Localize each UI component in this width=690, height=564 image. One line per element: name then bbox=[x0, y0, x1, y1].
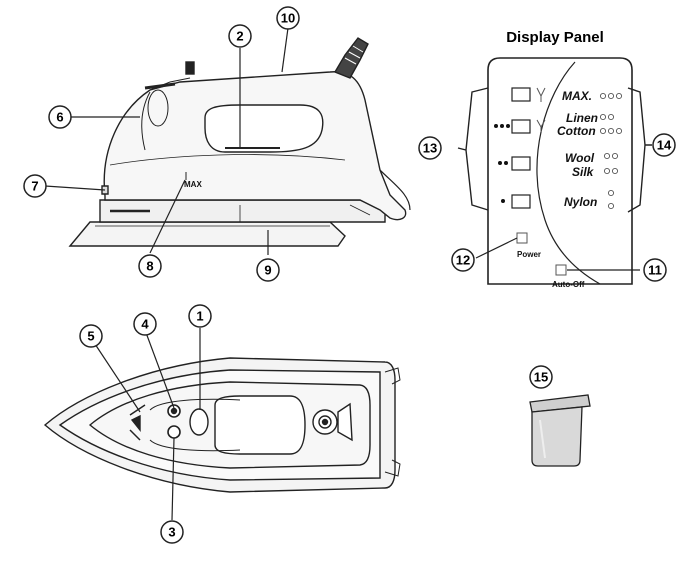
setting-silk: Silk bbox=[572, 165, 595, 179]
callout-15: 15 bbox=[534, 370, 548, 385]
callout-6: 6 bbox=[56, 110, 63, 125]
callout-5: 5 bbox=[87, 329, 94, 344]
soleplate bbox=[68, 221, 346, 247]
brace-14 bbox=[627, 87, 652, 213]
setting-linen: Linen bbox=[566, 111, 598, 125]
callout-12: 12 bbox=[456, 253, 470, 268]
cord-guard bbox=[333, 37, 369, 79]
callout-8: 8 bbox=[146, 259, 153, 274]
callout-7: 7 bbox=[31, 179, 38, 194]
callout-4: 4 bbox=[141, 317, 149, 332]
callout-10: 10 bbox=[281, 11, 295, 26]
autooff-label: Auto-Off bbox=[552, 280, 585, 289]
callouts bbox=[23, 6, 676, 544]
setting-nylon: Nylon bbox=[564, 195, 597, 209]
iron-side-view bbox=[68, 37, 411, 247]
brace-13 bbox=[457, 87, 489, 211]
setting-wool: Wool bbox=[565, 151, 595, 165]
setting-cotton: Cotton bbox=[557, 124, 596, 138]
iron-top-view bbox=[43, 357, 401, 493]
display-panel-title: Display Panel bbox=[506, 29, 604, 46]
callout-9: 9 bbox=[264, 263, 271, 278]
leader-lines bbox=[44, 27, 640, 521]
callout-3: 3 bbox=[168, 525, 175, 540]
callout-2: 2 bbox=[236, 29, 243, 44]
max-mark-text: MAX bbox=[184, 180, 202, 189]
callout-1: 1 bbox=[196, 309, 203, 324]
measuring-cup bbox=[529, 394, 591, 467]
callout-14: 14 bbox=[657, 138, 672, 153]
steam-button bbox=[185, 61, 195, 75]
handle-opening bbox=[204, 104, 324, 153]
callout-11: 11 bbox=[648, 263, 662, 278]
power-label: Power bbox=[517, 250, 541, 259]
setting-max: MAX. bbox=[562, 89, 592, 103]
callout-13: 13 bbox=[423, 141, 437, 156]
display-panel bbox=[487, 57, 633, 285]
